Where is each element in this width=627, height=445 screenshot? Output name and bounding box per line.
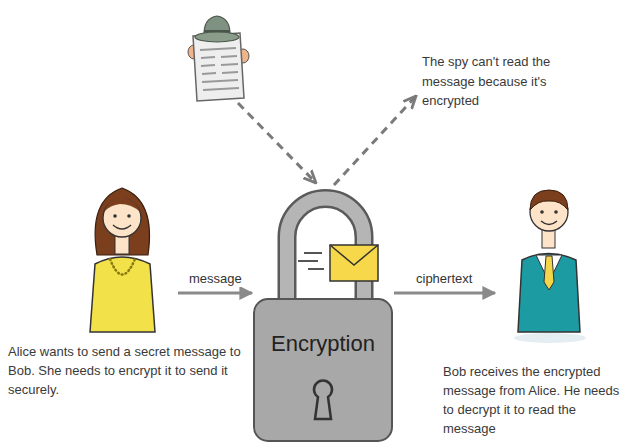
motion-line [298, 260, 318, 262]
flow-arrow [178, 292, 252, 295]
note-text: The spy can't read the message because i… [422, 52, 606, 111]
arrow-label: ciphertext [413, 271, 475, 287]
alice-figure [90, 188, 155, 332]
envelope-flap [330, 245, 378, 265]
person-caption: Bob receives the encrypted message from … [443, 363, 623, 438]
flow-arrow [394, 292, 495, 295]
bob-figure [514, 190, 586, 343]
padlock-outline [252, 185, 394, 443]
dashed-arrow [334, 96, 416, 185]
encryption-padlock: Encryption [252, 185, 394, 443]
person-caption: Alice wants to send a secret message to … [8, 343, 244, 400]
motion-line [308, 268, 324, 270]
envelope [330, 245, 378, 281]
keyhole [314, 381, 332, 419]
spy-arrow [238, 103, 316, 183]
person-node: Alice wants to send a secret message to … [60, 185, 178, 335]
padlock-body [254, 299, 392, 441]
spy-figure [188, 16, 249, 101]
motion-line [304, 252, 322, 254]
arrow-label: message [186, 271, 245, 287]
note-text-node: The spy can't read the message because i… [416, 46, 612, 117]
padlock-label: Encryption [252, 331, 394, 357]
person-node: Bob receives the encrypted message from … [495, 185, 600, 335]
